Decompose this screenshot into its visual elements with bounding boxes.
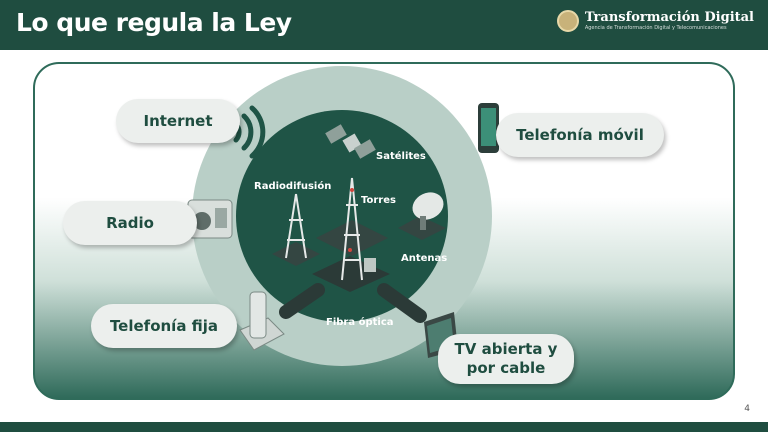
satellites-label: Satélites: [376, 151, 426, 162]
brand-logo: Transformación Digital Agencia de Transf…: [556, 9, 754, 32]
central-tower-icon: [341, 177, 363, 281]
page-title: Lo que regula la Ley: [16, 8, 292, 37]
fiber-optic-label: Fibra óptica: [326, 317, 394, 328]
radio-icon: [187, 199, 233, 239]
platform-left: [272, 242, 320, 266]
radio-label: Radio: [106, 213, 154, 232]
internet-label: Internet: [143, 111, 213, 130]
brand-name: Transformación Digital: [584, 9, 754, 25]
tv-label: TV abierta y por cable: [454, 340, 558, 377]
satellite-icon: [325, 124, 376, 159]
footer-bar: [0, 422, 768, 432]
brand-subtitle: Agencia de Transformación Digital y Tele…: [584, 24, 727, 31]
platform-center: [316, 220, 388, 256]
fiber-optic-cables: [279, 283, 427, 323]
platform-bottom: [312, 256, 390, 292]
broadcast-tower-icon: [285, 193, 307, 259]
mobile-telephony-label: Telefonía móvil: [516, 125, 644, 144]
radio-pill: Radio: [63, 201, 197, 245]
building-icon: [364, 258, 376, 272]
internet-pill: Internet: [116, 99, 240, 143]
tv-pill: TV abierta y por cable: [438, 334, 574, 384]
dish-antenna-icon: [412, 192, 444, 230]
landline-telephony-pill: Telefonía fija: [91, 304, 237, 348]
broadcasting-label: Radiodifusión: [254, 181, 332, 192]
landline-phone-icon: [239, 291, 285, 351]
mobile-telephony-pill: Telefonía móvil: [496, 113, 664, 157]
seal-icon: [556, 10, 579, 32]
towers-label: Torres: [361, 195, 396, 206]
page-number: 4: [744, 404, 750, 414]
header-bar: Lo que regula la Ley Transformación Digi…: [0, 0, 768, 50]
mobile-phone-icon: [478, 103, 499, 153]
landline-telephony-label: Telefonía fija: [109, 316, 219, 335]
antennas-label: Antenas: [401, 253, 448, 264]
